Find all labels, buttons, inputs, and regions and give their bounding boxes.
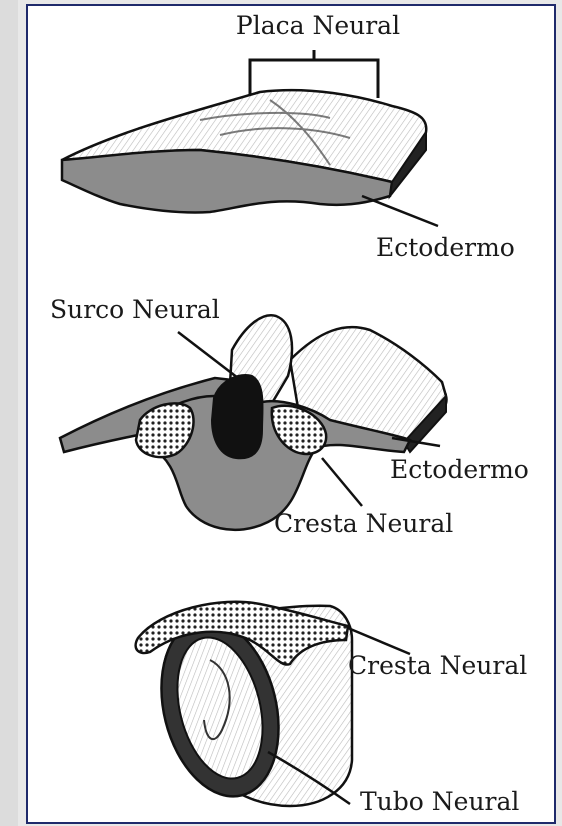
cresta-neural-leader-1 — [322, 458, 362, 506]
stage-neural-tube — [136, 602, 410, 809]
label-cresta-neural-1: Cresta Neural — [274, 509, 453, 538]
ectodermo-leader-1 — [362, 196, 438, 226]
surco-neural-groove — [212, 375, 263, 458]
stage-neural-groove — [60, 315, 447, 530]
label-cresta-neural-2: Cresta Neural — [348, 651, 527, 680]
label-placa-neural: Placa Neural — [236, 11, 400, 40]
label-tubo-neural: Tubo Neural — [360, 787, 519, 816]
label-ectodermo-2: Ectodermo — [390, 455, 529, 484]
label-surco-neural: Surco Neural — [50, 295, 220, 324]
surco-neural-leader — [178, 332, 238, 378]
label-ectodermo-1: Ectodermo — [376, 233, 515, 262]
stage-neural-plate — [62, 50, 438, 226]
